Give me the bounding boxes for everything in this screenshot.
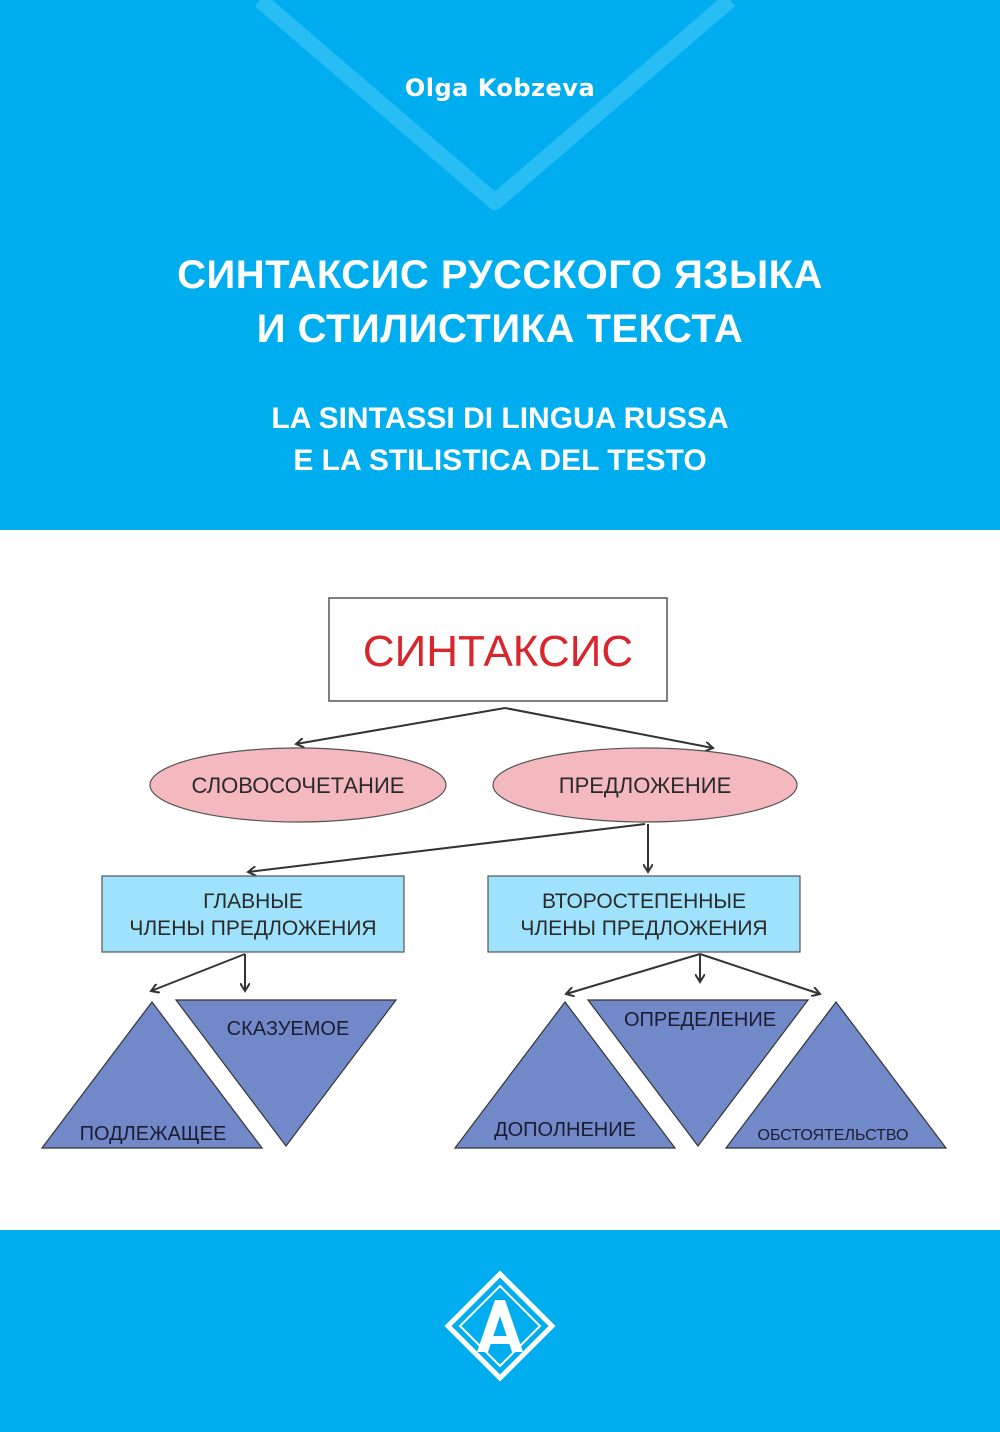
arrow-root-left (296, 707, 506, 744)
cover-bottom-band (0, 1230, 1000, 1432)
root-box (328, 597, 668, 702)
title-italian-line-1: LA SINTASSI DI LINGUA RUSSA (271, 402, 729, 435)
arrow-secondary-object (566, 953, 701, 994)
triangle-predicate (174, 999, 398, 1147)
triangle-object-label: ДОПОЛНЕНИЕ (494, 1119, 636, 1141)
triangle-subject-label: ПОДЛЕЖАЩЕЕ (80, 1123, 227, 1145)
box-secondary-members (487, 875, 801, 953)
title-russian: СИНТАКСИС РУССКОГО ЯЗЫКА И СТИЛИСТИКА ТЕ… (0, 248, 1000, 356)
title-russian-line-1: СИНТАКСИС РУССКОГО ЯЗЫКА (177, 253, 823, 297)
triangle-adverbial (724, 1001, 948, 1149)
triangle-adverbial-label: ОБСТОЯТЕЛЬСТВО (758, 1127, 909, 1144)
ellipse-sentence-label: ПРЕДЛОЖЕНИЕ (559, 773, 732, 798)
syntax-diagram: СИНТАКСИС СЛОВОСОЧЕТАНИЕ ПРЕДЛОЖЕНИЕ ГЛА… (40, 597, 948, 1149)
arrow-sentence-main (248, 823, 646, 872)
ellipse-phrase (149, 747, 447, 823)
triangle-object (453, 1001, 677, 1149)
triangle-attribute (586, 999, 810, 1147)
ellipse-sentence (492, 747, 798, 823)
ellipse-phrase-label: СЛОВОСОЧЕТАНИЕ (192, 773, 405, 798)
box-main-line-1: ГЛАВНЫЕ (203, 890, 303, 913)
box-secondary-line-2: ЧЛЕНЫ ПРЕДЛОЖЕНИЯ (520, 917, 767, 940)
arrow-secondary-adverbial (699, 953, 820, 994)
triangle-predicate-label: СКАЗУЕМОЕ (227, 1018, 350, 1040)
author-name: Olga Kobzeva (404, 74, 596, 102)
triangle-subject (40, 1001, 264, 1149)
title-italian-line-2: E LA STILISTICA DEL TESTO (293, 444, 707, 477)
cover-top-band: Olga Kobzeva СИНТАКСИС РУССКОГО ЯЗЫКА И … (0, 0, 1000, 530)
title-italian: LA SINTASSI DI LINGUA RUSSA E LA STILIST… (0, 398, 1000, 482)
arrow-main-subject (151, 953, 246, 991)
triangle-attribute-label: ОПРЕДЕЛЕНИЕ (624, 1009, 776, 1031)
chevron-decoration-icon (254, 0, 736, 210)
title-russian-line-2: И СТИЛИСТИКА ТЕКСТА (256, 307, 744, 351)
root-label: СИНТАКСИС (363, 627, 633, 676)
arrow-root-right (504, 707, 713, 748)
box-main-members (101, 875, 405, 953)
box-main-line-2: ЧЛЕНЫ ПРЕДЛОЖЕНИЯ (129, 917, 376, 940)
publisher-logo-icon (444, 1270, 556, 1382)
box-secondary-line-1: ВТОРОСТЕПЕННЫЕ (542, 890, 746, 913)
